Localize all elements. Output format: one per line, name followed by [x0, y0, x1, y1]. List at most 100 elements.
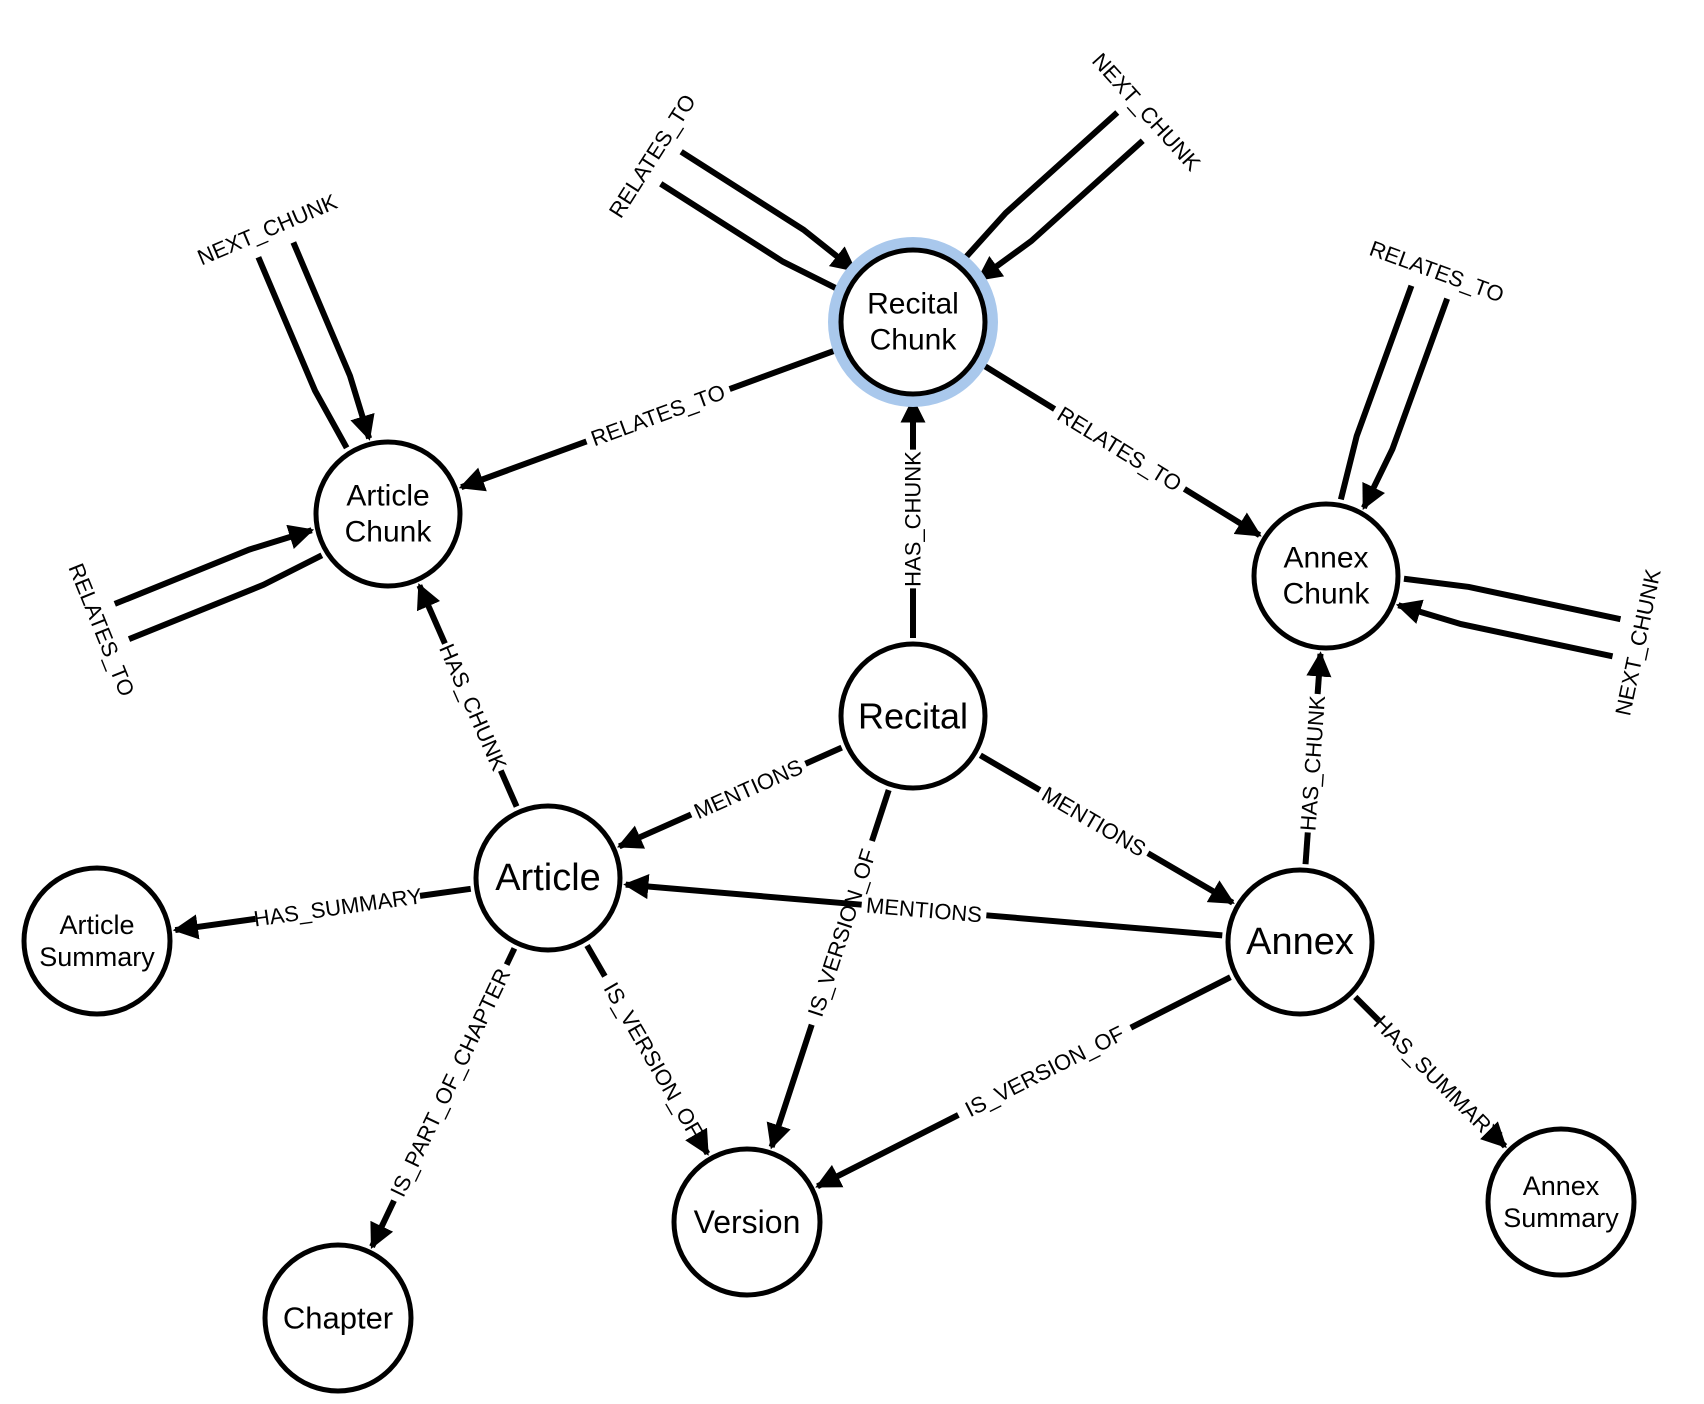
self-loop-label: NEXT_CHUNK [194, 189, 341, 270]
edge-line-segment [804, 744, 843, 767]
edge-line-segment [869, 789, 892, 842]
node-circle [313, 439, 463, 589]
self-loop-relates-to-annex-chunk[interactable]: RELATES_TO [1337, 236, 1507, 511]
self-loop-outgoing-line [1337, 284, 1415, 501]
node-label: Chunk [345, 516, 433, 549]
edge-line-segment [986, 912, 1223, 939]
self-loop-outgoing-line [1403, 575, 1622, 623]
edge-line-segment [503, 947, 518, 966]
edge-line-segment [458, 438, 588, 492]
edge-mentions-annex-to-article[interactable]: MENTIONS [623, 873, 1223, 939]
edge-line-segment [1353, 994, 1381, 1023]
node-label: Recital [867, 288, 959, 321]
node-circle [262, 1242, 414, 1394]
node-circle [671, 1146, 823, 1298]
edge-is-version-of-article-to-version[interactable]: IS_VERSION_OF [584, 944, 711, 1156]
self-loop-next-chunk-article-chunk[interactable]: NEXT_CHUNK [194, 189, 375, 450]
edge-label: HAS_CHUNK [1295, 694, 1330, 831]
node-circle [838, 641, 988, 791]
edge-line-segment [172, 914, 256, 940]
self-loop-label: NEXT_CHUNK [1610, 566, 1666, 717]
edge-label: IS_VERSION_OF [803, 846, 881, 1020]
edge-line-segment [1182, 486, 1262, 538]
edge-line-segment [416, 583, 448, 645]
edge-label: RELATES_TO [1053, 401, 1186, 496]
node-article[interactable]: Article [473, 803, 623, 953]
edge-line-segment [685, 1127, 711, 1156]
edge-line-segment [616, 811, 693, 850]
node-label: Article [495, 857, 601, 899]
self-loop-relates-to-recital-chunk[interactable]: RELATES_TO [604, 90, 857, 294]
edge-line-segment [1146, 850, 1235, 906]
selection-halo [828, 237, 998, 407]
self-loop-label: NEXT_CHUNK [1087, 48, 1206, 176]
edge-is-part-of-chapter-article-to-chapter[interactable]: IS_PART_OF_CHAPTER [369, 947, 518, 1249]
edge-line-segment [978, 752, 1042, 793]
node-label: Recital [858, 696, 968, 737]
node-label: Version [694, 1204, 801, 1240]
edge-mentions-recital-to-annex[interactable]: MENTIONS [978, 752, 1235, 906]
nodes-layer: RecitalChunkArticleChunkAnnexChunkRecita… [21, 237, 1637, 1394]
edge-is-version-of-annex-to-version[interactable]: IS_VERSION_OF [815, 974, 1232, 1189]
edge-has-summary-article-to-article-summary[interactable]: HAS_SUMMARY [172, 883, 472, 940]
edge-has-summary-annex-to-annex-summary[interactable]: HAS_SUMMARY [1353, 994, 1508, 1149]
edge-label: HAS_CHUNK [434, 640, 512, 775]
node-circle [1225, 867, 1375, 1017]
edge-line-segment [766, 1023, 815, 1150]
edge-line-segment [584, 944, 608, 978]
node-label: Article [346, 480, 429, 513]
edge-is-version-of-recital-to-version[interactable]: IS_VERSION_OF [766, 789, 892, 1150]
node-chapter[interactable]: Chapter [262, 1242, 414, 1394]
edge-label: IS_VERSION_OF [599, 978, 708, 1142]
edge-relates-to-recital-chunk-to-article-chunk[interactable]: RELATES_TO [458, 345, 841, 492]
node-circle [1485, 1126, 1637, 1278]
edge-label: IS_PART_OF_CHAPTER [385, 964, 515, 1200]
edge-line-segment [498, 769, 520, 808]
node-annex[interactable]: Annex [1225, 867, 1375, 1017]
node-circle [21, 865, 173, 1017]
node-label: Summary [1503, 1203, 1619, 1233]
node-label: Chunk [870, 324, 958, 357]
edge-line-segment [419, 885, 472, 899]
node-label: Chapter [283, 1301, 393, 1336]
self-loop-incoming-line [1361, 297, 1450, 511]
edge-label: IS_VERSION_OF [961, 1021, 1128, 1122]
node-circle [473, 803, 623, 953]
edge-label: MENTIONS [690, 754, 806, 824]
edge-label: MENTIONS [1037, 782, 1150, 862]
self-loop-outgoing-line [255, 256, 350, 450]
node-version[interactable]: Version [671, 1146, 823, 1298]
node-circle [838, 247, 988, 397]
edge-line-segment [728, 345, 841, 392]
edge-has-chunk-article-to-article-chunk[interactable]: HAS_CHUNK [416, 583, 520, 808]
edge-line-segment [815, 1112, 960, 1189]
edge-label: RELATES_TO [588, 379, 729, 451]
self-loop-incoming-line [1395, 599, 1614, 660]
node-recital[interactable]: Recital [838, 641, 988, 791]
edge-line-segment [1480, 1121, 1508, 1149]
node-label: Summary [39, 942, 155, 972]
edge-has-chunk-recital-to-recital-chunk[interactable]: HAS_CHUNK [900, 397, 926, 638]
self-loop-relates-to-article-chunk[interactable]: RELATES_TO [64, 524, 324, 700]
self-loop-incoming-line [113, 524, 315, 607]
edge-has-chunk-annex-to-annex-chunk[interactable]: HAS_CHUNK [1295, 651, 1332, 865]
self-loop-incoming-line [976, 138, 1145, 282]
edge-mentions-recital-to-article[interactable]: MENTIONS [616, 744, 843, 850]
self-loop-next-chunk-annex-chunk[interactable]: NEXT_CHUNK [1395, 566, 1666, 718]
edge-line-segment [623, 873, 862, 908]
edge-label: HAS_SUMMARY [1369, 1010, 1507, 1148]
edge-line-segment [369, 1199, 397, 1249]
edge-line-segment [1129, 974, 1232, 1031]
self-loop-next-chunk-recital-chunk[interactable]: NEXT_CHUNK [959, 48, 1206, 282]
edge-line-segment [977, 360, 1057, 412]
edge-line-segment [1302, 832, 1311, 865]
self-loop-outgoing-line [127, 552, 324, 642]
edge-relates-to-recital-chunk-to-annex-chunk[interactable]: RELATES_TO [977, 360, 1262, 538]
edge-label: HAS_SUMMARY [252, 883, 424, 931]
